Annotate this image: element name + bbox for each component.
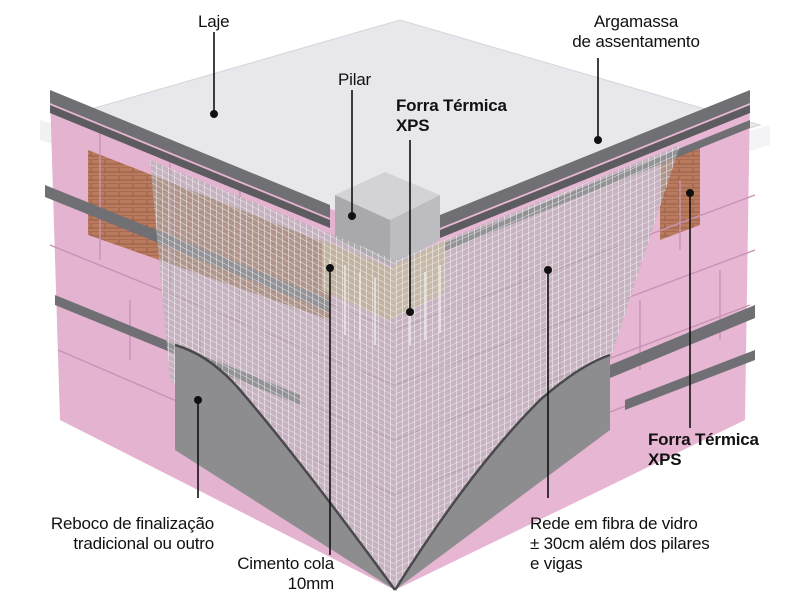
leader-lines bbox=[194, 32, 694, 555]
label-argamassa-line2: de assentamento bbox=[572, 32, 700, 51]
label-rede-fibra-line3: e vigas bbox=[530, 554, 583, 573]
plaster-finish bbox=[174, 343, 611, 591]
label-cimento-cola-line1: Cimento cola bbox=[237, 554, 334, 573]
label-forra-termica-right-line2: XPS bbox=[648, 450, 682, 469]
label-forra-termica-top-line2: XPS bbox=[396, 116, 430, 135]
label-rede-fibra-line1: Rede em fibra de vidro bbox=[530, 514, 698, 533]
label-rede-fibra-line2: ± 30cm além dos pilares bbox=[530, 534, 710, 553]
label-forra-termica-top: Forra Térmica XPS bbox=[396, 96, 507, 136]
label-rede-fibra: Rede em fibra de vidro ± 30cm além dos p… bbox=[530, 514, 710, 574]
label-forra-termica-right-line1: Forra Térmica bbox=[648, 430, 759, 449]
label-reboco: Reboco de finalização tradicional ou out… bbox=[24, 514, 214, 554]
label-cimento-cola: Cimento cola 10mm bbox=[222, 554, 334, 594]
label-forra-termica-top-line1: Forra Térmica bbox=[396, 96, 507, 115]
label-reboco-line1: Reboco de finalização bbox=[50, 514, 214, 533]
label-pilar: Pilar bbox=[338, 70, 372, 89]
label-argamassa-line1: Argamassa bbox=[593, 12, 679, 31]
label-reboco-line2: tradicional ou outro bbox=[73, 534, 214, 553]
label-cimento-cola-line2: 10mm bbox=[287, 574, 335, 593]
label-forra-termica-right: Forra Térmica XPS bbox=[648, 430, 759, 470]
label-argamassa: Argamassa de assentamento bbox=[556, 12, 716, 52]
label-laje: Laje bbox=[198, 12, 230, 31]
